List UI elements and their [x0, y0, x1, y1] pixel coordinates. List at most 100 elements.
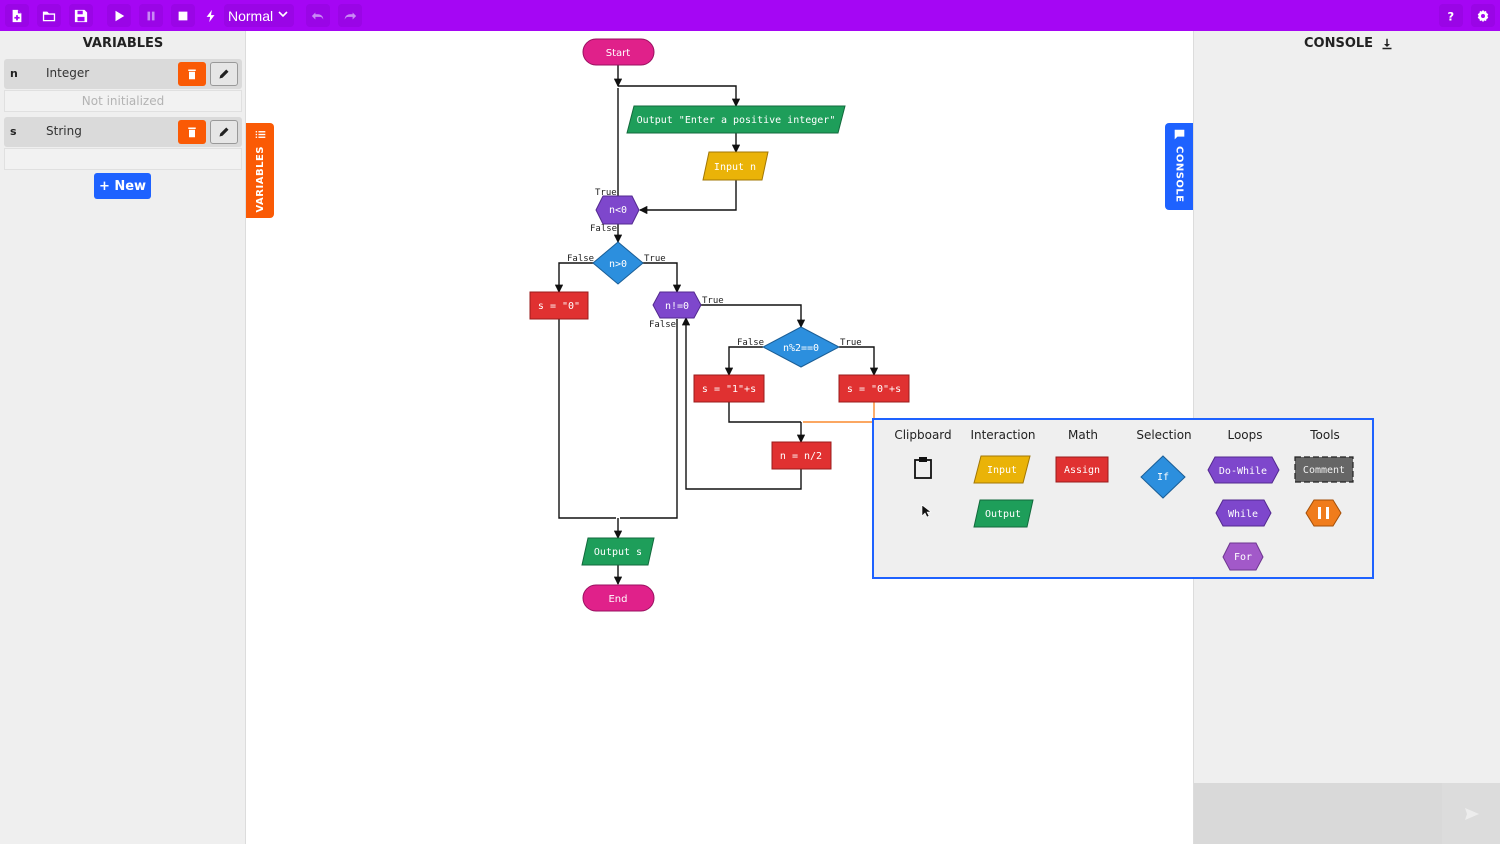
list-icon — [255, 131, 265, 138]
variable-row[interactable]: n Integer — [4, 59, 242, 89]
undo-button[interactable] — [306, 4, 330, 27]
new-file-icon — [12, 9, 22, 22]
lightning-icon — [204, 8, 218, 23]
palette-header-interaction: Interaction — [970, 428, 1036, 442]
palette-if-block[interactable]: If — [1140, 455, 1186, 499]
new-variable-button[interactable]: + New — [94, 173, 151, 199]
assign-one-label: s = "1"+s — [702, 384, 756, 395]
input-n-node[interactable]: Input n — [702, 151, 769, 181]
variable-value: Not initialized — [4, 90, 242, 112]
variables-title: VARIABLES — [82, 36, 164, 51]
console-tab[interactable]: CONSOLE — [1165, 123, 1193, 210]
palette-while-block[interactable]: While — [1215, 499, 1272, 527]
variable-type: Integer — [46, 66, 90, 80]
console-tab-label: CONSOLE — [1173, 146, 1185, 203]
variable-type: String — [46, 124, 82, 138]
variable-value — [4, 148, 242, 170]
console-input[interactable] — [1194, 783, 1442, 844]
false-label: False — [590, 224, 617, 234]
if-positive-node[interactable]: n>0 — [592, 241, 644, 285]
console-header: CONSOLE — [1304, 36, 1393, 51]
svg-text:?: ? — [1448, 9, 1455, 23]
variables-tab[interactable]: VARIABLES — [246, 123, 274, 218]
palette-do-while-block[interactable]: Do-While — [1207, 456, 1280, 484]
save-button[interactable] — [69, 4, 93, 27]
folder-icon — [42, 11, 56, 21]
assign-zero-s-node[interactable]: s = "0"+s — [838, 374, 910, 403]
edit-variable-button[interactable] — [210, 62, 238, 86]
palette-if-label: If — [1157, 472, 1169, 483]
redo-icon — [344, 12, 357, 19]
speed-select[interactable]: Normal — [224, 4, 294, 27]
pause-icon — [147, 11, 155, 20]
save-icon — [74, 9, 88, 22]
palette-output-block[interactable]: Output — [973, 499, 1034, 528]
delete-variable-button[interactable] — [178, 120, 206, 144]
palette-comment-label: Comment — [1303, 465, 1345, 476]
download-icon[interactable] — [1381, 38, 1393, 50]
palette-header-loops: Loops — [1227, 428, 1263, 442]
palette-assign-block[interactable]: Assign — [1055, 456, 1109, 483]
palette-header-selection: Selection — [1136, 428, 1192, 442]
palette-header-math: Math — [1067, 428, 1099, 442]
end-label: End — [608, 594, 627, 605]
settings-button[interactable] — [1471, 4, 1495, 27]
palette-for-label: For — [1234, 552, 1252, 563]
undo-icon — [311, 12, 324, 19]
delete-variable-button[interactable] — [178, 62, 206, 86]
end-node[interactable]: End — [582, 584, 655, 612]
edit-variable-button[interactable] — [210, 120, 238, 144]
true-label: True — [595, 188, 617, 198]
assign-zero-node[interactable]: s = "0" — [529, 291, 589, 320]
true-label: True — [644, 254, 666, 264]
console-title: CONSOLE — [1304, 36, 1374, 51]
true-label: True — [702, 296, 724, 306]
false-label: False — [649, 320, 676, 330]
gear-icon — [1477, 9, 1489, 22]
flow-connectors — [554, 65, 879, 586]
while-condition-node[interactable]: n<0 — [595, 195, 640, 225]
if-even-node[interactable]: n%2==0 — [761, 326, 841, 368]
open-folder-button[interactable] — [37, 4, 61, 27]
palette-do-while-label: Do-While — [1219, 466, 1267, 477]
redo-button[interactable] — [338, 4, 362, 27]
help-button[interactable]: ? — [1439, 4, 1463, 27]
pause-button[interactable] — [139, 4, 163, 27]
while-condition-label: n<0 — [609, 205, 627, 216]
true-label: True — [840, 338, 862, 348]
pause-icon — [1318, 507, 1321, 519]
palette-for-block[interactable]: For — [1222, 542, 1264, 571]
palette-comment-block[interactable]: Comment — [1294, 456, 1354, 483]
input-n-label: Input n — [714, 162, 756, 173]
variable-row[interactable]: s String — [4, 117, 242, 147]
output-prompt-label: Output "Enter a positive integer" — [637, 115, 836, 126]
false-label: False — [567, 254, 594, 264]
output-prompt-node[interactable]: Output "Enter a positive integer" — [626, 105, 846, 134]
assign-half-label: n = n/2 — [780, 451, 822, 462]
trash-icon — [188, 127, 196, 138]
pencil-icon — [219, 69, 229, 79]
palette-header-clipboard: Clipboard — [894, 428, 952, 442]
console-send-button[interactable] — [1442, 783, 1500, 844]
clipboard-icon[interactable] — [914, 457, 932, 479]
toolbar: Normal ? — [0, 0, 1500, 31]
if-positive-label: n>0 — [609, 259, 627, 270]
while-nonzero-label: n!=0 — [665, 301, 689, 312]
send-icon — [1464, 807, 1479, 820]
trash-icon — [188, 69, 196, 80]
stop-button[interactable] — [171, 4, 195, 27]
run-button[interactable] — [107, 4, 131, 27]
assign-one-node[interactable]: s = "1"+s — [693, 374, 765, 403]
assign-zero-s-label: s = "0"+s — [847, 384, 901, 395]
while-nonzero-node[interactable]: n!=0 — [652, 291, 702, 319]
output-s-node[interactable]: Output s — [581, 537, 655, 566]
palette-blocks: Input Output Assign If Do-While While — [914, 455, 1354, 571]
output-s-label: Output s — [594, 547, 642, 558]
highlighted-connector — [803, 402, 875, 423]
assign-half-node[interactable]: n = n/2 — [771, 441, 832, 470]
palette-input-block[interactable]: Input — [973, 455, 1031, 484]
new-file-button[interactable] — [5, 4, 29, 27]
palette-breakpoint-block[interactable] — [1305, 499, 1342, 527]
start-node[interactable]: Start — [582, 38, 655, 66]
